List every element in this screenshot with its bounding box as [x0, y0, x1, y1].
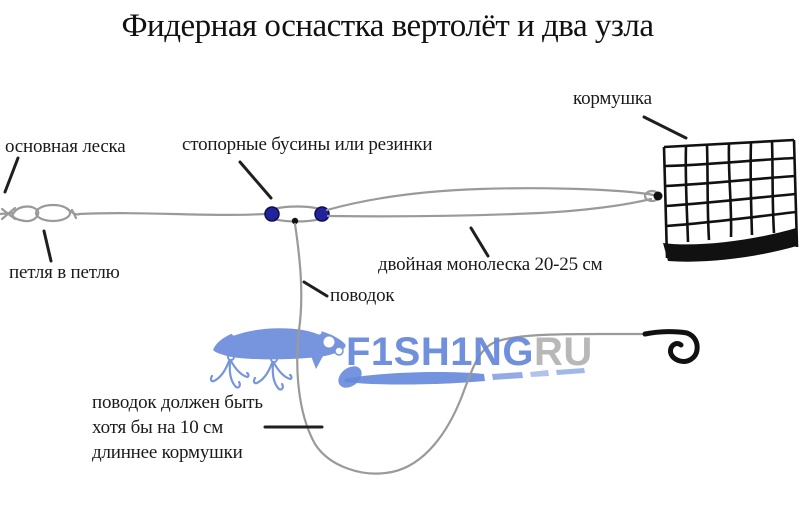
stopper-bead-icon: [314, 206, 330, 222]
feeder-attachment-dot: [653, 191, 663, 201]
label-leader-note: поводок должен быть хотя бы на 10 см дли…: [92, 390, 307, 465]
lure-icon: [209, 323, 362, 391]
pointer-main-line: [3, 156, 20, 194]
label-stopper-beads: стопорные бусины или резинки: [182, 134, 433, 155]
diagram-title: Фидерная оснастка вертолёт и два узла: [121, 8, 654, 44]
loop-to-loop-knot-icon: [0, 203, 82, 223]
leader-attachment-dot: [291, 217, 299, 225]
leader-line: [293, 222, 648, 475]
feeder-cage-icon: [662, 138, 799, 262]
stopper-bead-icon: [264, 206, 280, 222]
double-mono-line: [325, 187, 661, 218]
pointer-stopper-beads: [238, 160, 273, 200]
watermark-logo: F1SH1NGRU: [346, 332, 593, 372]
pointer-double-mono: [469, 226, 490, 258]
label-leader: поводок: [330, 285, 395, 306]
pointer-leader: [302, 280, 329, 298]
label-main-line: основная леска: [5, 136, 126, 157]
hook-icon: [642, 329, 700, 364]
label-double-mono: двойная монолеска 20-25 см: [378, 254, 603, 275]
watermark-logo-gray: RU: [534, 330, 593, 374]
pointer-loop-to-loop: [42, 229, 53, 263]
leader-note-line-2: хотя бы на 10 см: [92, 417, 224, 438]
leader-note-line-3: длиннее кормушки: [92, 442, 243, 463]
watermark-logo-blue: F1SH1NG: [346, 330, 534, 374]
main-line: [77, 212, 267, 216]
leader-note-line-1: поводок должен быть: [92, 392, 263, 413]
watermark-underline: [344, 368, 585, 385]
label-feeder: кормушка: [573, 88, 652, 109]
pointer-feeder: [642, 115, 688, 140]
label-loop-to-loop: петля в петлю: [9, 262, 120, 283]
